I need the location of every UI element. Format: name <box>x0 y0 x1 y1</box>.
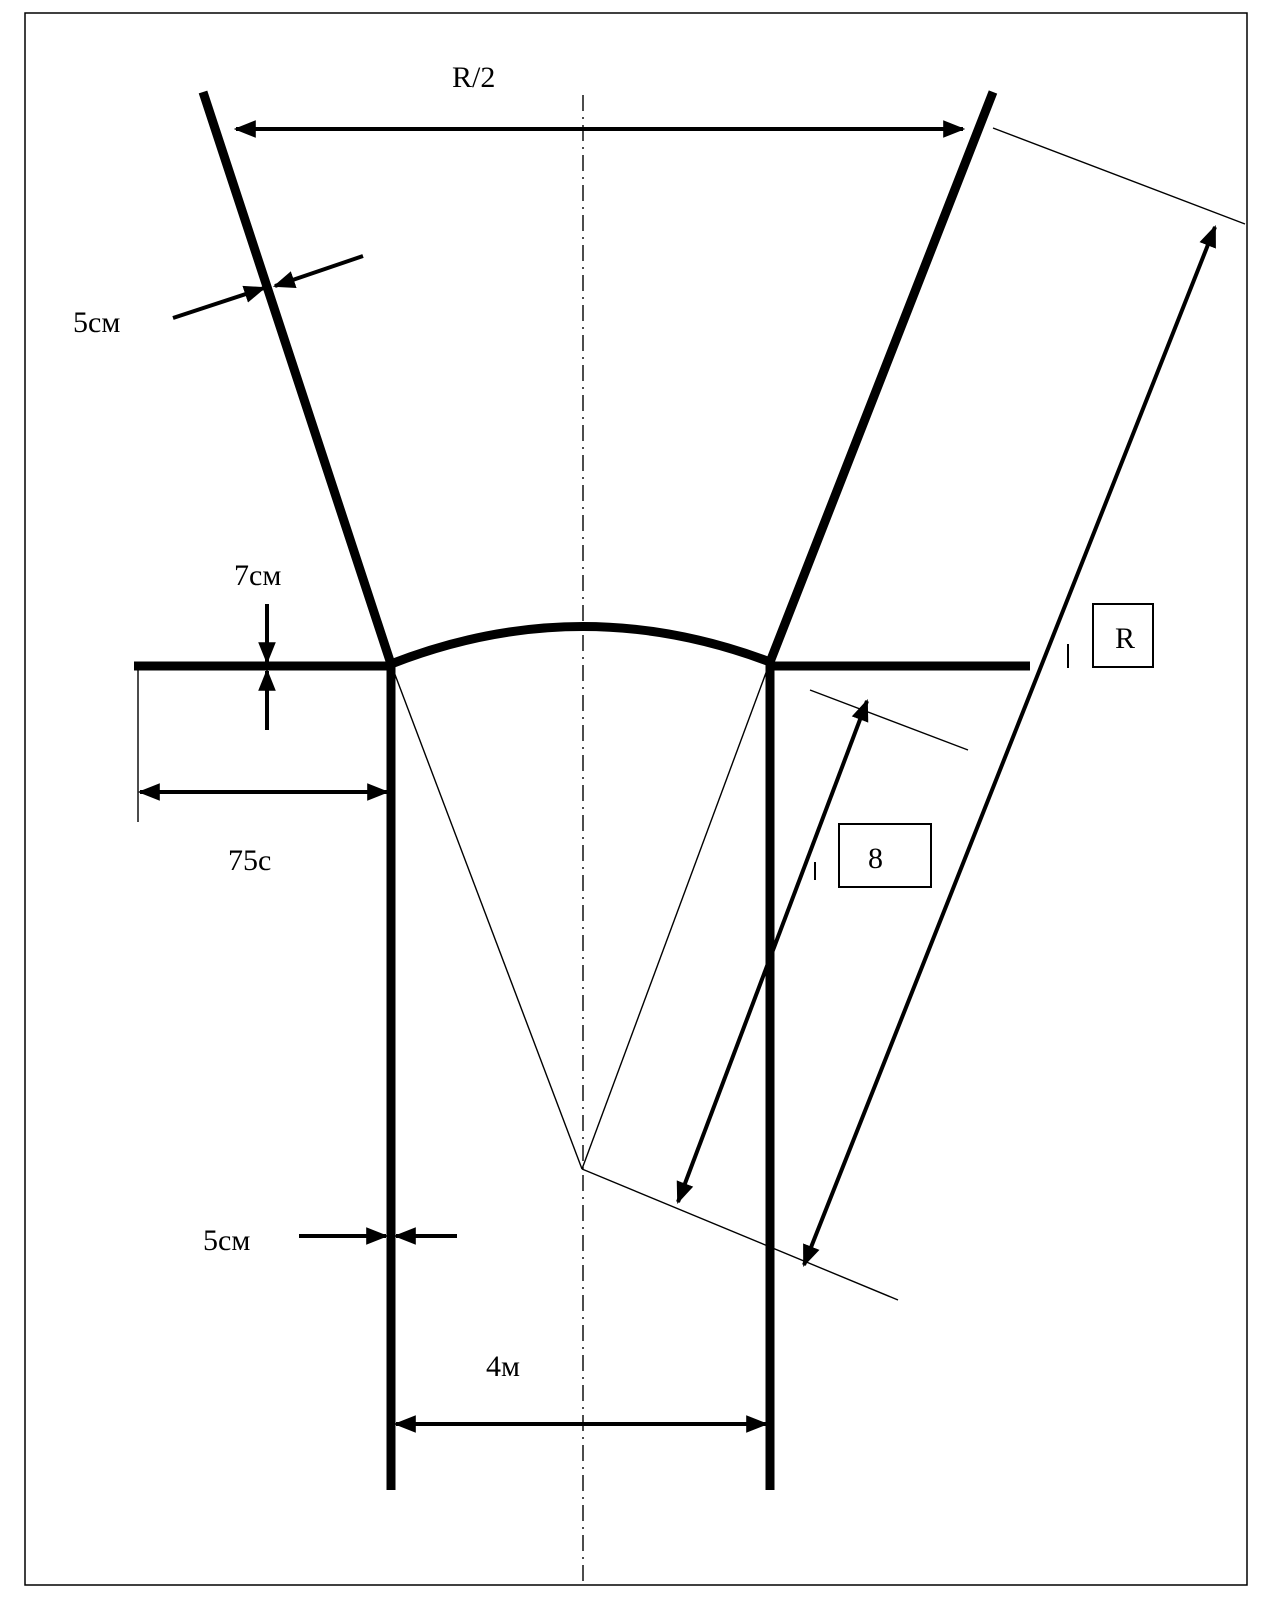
right-diverging-wall <box>765 90 998 664</box>
half-radius-label: R/2 <box>452 61 495 94</box>
left-radius-line <box>390 663 583 1170</box>
radius-dimension-arrow <box>802 224 1217 1268</box>
channel-width-label: 4м <box>486 1350 520 1383</box>
wall-thickness-top-label: 5см <box>73 306 120 339</box>
wall-thickness-bottom-label: 5см <box>203 1224 250 1257</box>
radius-box-label: R <box>1115 622 1135 655</box>
radius-baseline-extension <box>581 1168 899 1301</box>
inner-radius-dimension-arrow <box>676 698 869 1205</box>
top-extension-line <box>992 127 1246 225</box>
left-diverging-wall <box>198 90 396 666</box>
radius-label-box <box>1092 603 1154 668</box>
flange-overhang-label: 75с <box>228 844 271 877</box>
flange-thickness-label: 7см <box>234 559 281 592</box>
inner-radius-extension-line <box>809 689 969 751</box>
wall-thickness-arrow-right <box>272 254 364 288</box>
inner-radius-box-label: 8 <box>868 842 883 875</box>
right-radius-line <box>581 661 771 1170</box>
inner-radius-label-box <box>838 823 932 888</box>
drawing-frame <box>24 12 1248 1586</box>
crest-arc <box>389 622 772 669</box>
wall-thickness-arrow-left <box>172 285 267 320</box>
